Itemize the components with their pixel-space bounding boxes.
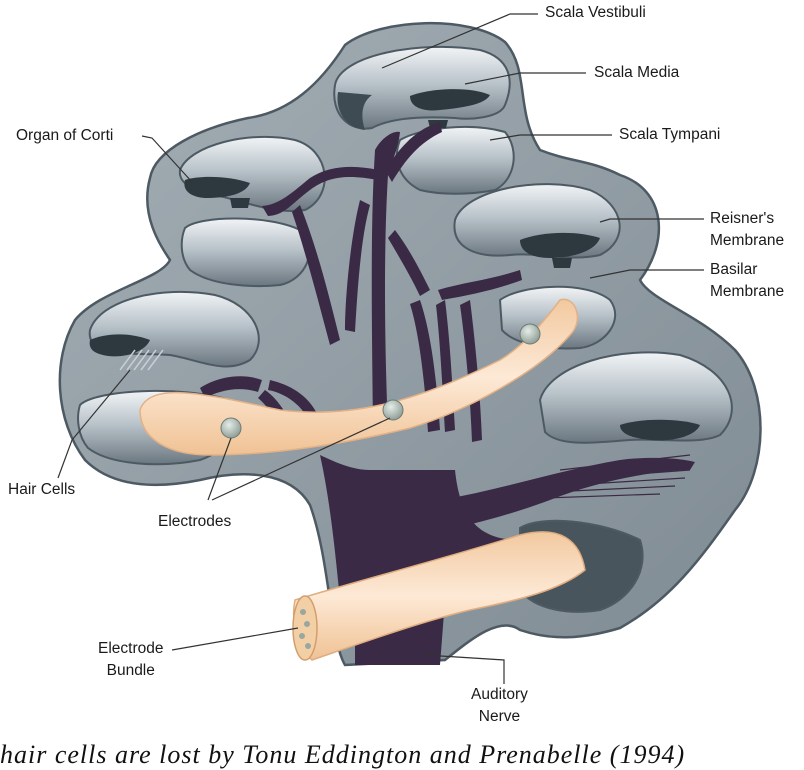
label-scala-tympani: Scala Tympani [619, 126, 721, 143]
label-electrode-bundle-line1: Electrode [98, 640, 164, 657]
label-reisners-line2: Membrane [710, 232, 785, 249]
label-basilar-line1: Basilar [710, 261, 758, 278]
hair-cell-bundle [119, 349, 164, 371]
label-auditory-nerve-line1: Auditory [471, 686, 528, 703]
leader-electrodes-1 [207, 437, 232, 501]
chamber-upper-left-lower [180, 217, 311, 288]
label-reisners-line1: Reisner's [710, 210, 775, 227]
electrodes-group [220, 323, 541, 439]
leader-scala-media [464, 72, 586, 85]
label-reisners-membrane: Reisner's Membrane [710, 208, 784, 252]
chamber-top [333, 45, 511, 130]
label-auditory-nerve: Auditory Nerve [471, 684, 528, 728]
leader-organ-of-corti [141, 135, 193, 183]
electrode-bundle-cable [292, 531, 586, 661]
chamber-top-lower [395, 125, 515, 195]
label-electrodes: Electrodes [158, 513, 232, 530]
leader-hair-cells [57, 369, 131, 479]
leader-electrodes-2 [211, 417, 391, 501]
label-basilar-membrane: Basilar Membrane [710, 259, 784, 303]
electrode-bundle-wires [299, 609, 311, 649]
label-organ-of-corti: Organ of Corti [16, 127, 114, 144]
leader-electrode-bundle [171, 627, 299, 651]
electrode-dot-3 [519, 323, 541, 345]
leader-reisners [599, 218, 704, 223]
leader-basilar [589, 269, 704, 279]
leader-scala-vestibuli [381, 13, 538, 69]
electrode-array [139, 298, 579, 456]
leader-lines [57, 13, 704, 684]
leader-auditory-nerve [424, 654, 505, 684]
nerve-fibers [544, 454, 693, 499]
electrode-bundle-end [292, 595, 318, 661]
electrode-dot-1 [220, 417, 242, 439]
chamber-right [538, 351, 733, 444]
chamber-top-dark [337, 92, 372, 130]
label-electrode-bundle-line2: Bundle [106, 662, 155, 679]
label-hair-cells: Hair Cells [8, 481, 76, 498]
label-scala-vestibuli: Scala Vestibuli [545, 4, 646, 21]
label-electrode-bundle: Electrode Bundle [98, 638, 163, 682]
figure-caption: hair cells are lost by Tonu Eddington an… [0, 740, 686, 769]
electrode-dot-2 [382, 399, 404, 421]
label-auditory-nerve-line2: Nerve [478, 708, 521, 725]
label-basilar-line2: Membrane [710, 283, 785, 300]
leader-scala-tympani [489, 134, 612, 141]
label-scala-media: Scala Media [594, 64, 680, 81]
